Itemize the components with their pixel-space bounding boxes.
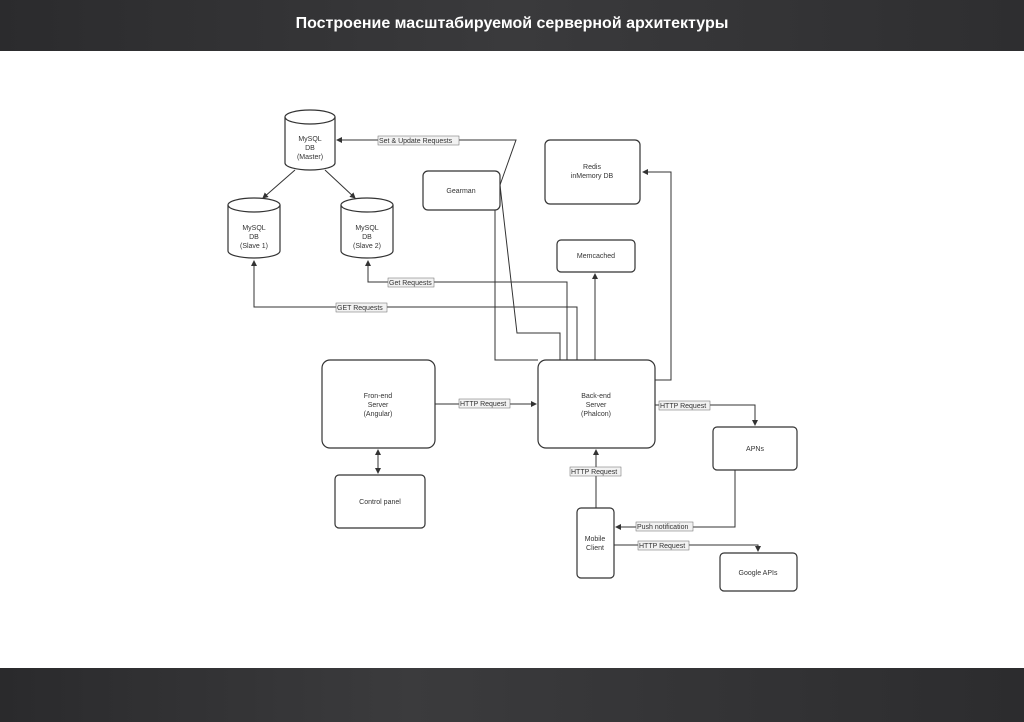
slide-header: Построение масштабируемой серверной архи… [0,0,1024,51]
svg-text:MySQL: MySQL [298,136,321,143]
edge-set-update [336,137,561,360]
google-apis-node: Google APIs [719,552,798,592]
svg-text:Control panel: Control panel [359,499,401,506]
svg-text:Mobile: Mobile [585,536,606,543]
label-back-apns: HTTP Request [660,403,706,410]
label-apns-mobile: Push notification [637,524,688,531]
svg-text:Gearman: Gearman [446,188,475,195]
mysql-slave1-node: MySQL DB (Slave 1) [227,197,281,259]
svg-text:(Slave 1): (Slave 1) [240,243,268,250]
svg-text:(Master): (Master) [297,154,323,161]
label-set-update: Set & Update Requests [379,138,453,145]
svg-text:DB: DB [305,145,315,152]
svg-text:Fron-end: Fron-end [364,393,393,400]
control-panel-node: Control panel [334,474,426,529]
edge-get-slave1 [251,260,578,360]
svg-text:Server: Server [368,402,389,409]
edge-backend-redis [642,169,672,381]
edges [251,137,761,552]
edge-gearman-backend [494,210,538,361]
svg-text:Server: Server [586,402,607,409]
svg-text:(Slave 2): (Slave 2) [353,243,381,250]
svg-text:(Phalcon): (Phalcon) [581,411,611,418]
label-mobile-google: HTTP Request [639,543,685,550]
svg-text:Memcached: Memcached [577,253,615,260]
svg-text:(Angular): (Angular) [364,411,393,418]
svg-text:DB: DB [249,234,259,241]
mysql-slave2-node: MySQL DB (Slave 2) [340,197,394,259]
svg-text:APNs: APNs [746,446,764,453]
memcached-node: Memcached [556,239,636,273]
frontend-node: Fron-end Server (Angular) [321,359,436,449]
label-get-slave1: GET Requests [337,305,383,312]
edge-apns-mobile [615,470,736,530]
edge-get-slave2 [365,260,568,360]
svg-text:Redis: Redis [583,164,601,171]
label-mobile-back: HTTP Request [571,469,617,476]
gearman-node: Gearman [422,170,501,211]
edge-master-slave1 [262,169,296,199]
svg-text:MySQL: MySQL [242,225,265,232]
svg-text:Back-end: Back-end [581,393,611,400]
svg-text:DB: DB [362,234,372,241]
redis-node: Redis inMemory DB [544,139,641,205]
svg-text:Google APIs: Google APIs [739,570,778,577]
mobile-client-node: Mobile Client [576,507,615,579]
edge-labels: Set & Update Requests Get Requests GET R… [335,135,711,551]
slide-footer-band [0,668,1024,722]
mysql-master-node: MySQL DB (Master) [284,109,336,171]
backend-node: Back-end Server (Phalcon) [537,359,656,449]
apns-node: APNs [712,426,798,471]
svg-text:Client: Client [586,545,604,552]
svg-text:inMemory DB: inMemory DB [571,173,614,180]
label-front-back: HTTP Request [460,401,506,408]
slide-title: Построение масштабируемой серверной архи… [295,15,729,32]
edge-master-slave2 [324,169,356,199]
label-get-slave2: Get Requests [389,280,432,287]
svg-text:MySQL: MySQL [355,225,378,232]
